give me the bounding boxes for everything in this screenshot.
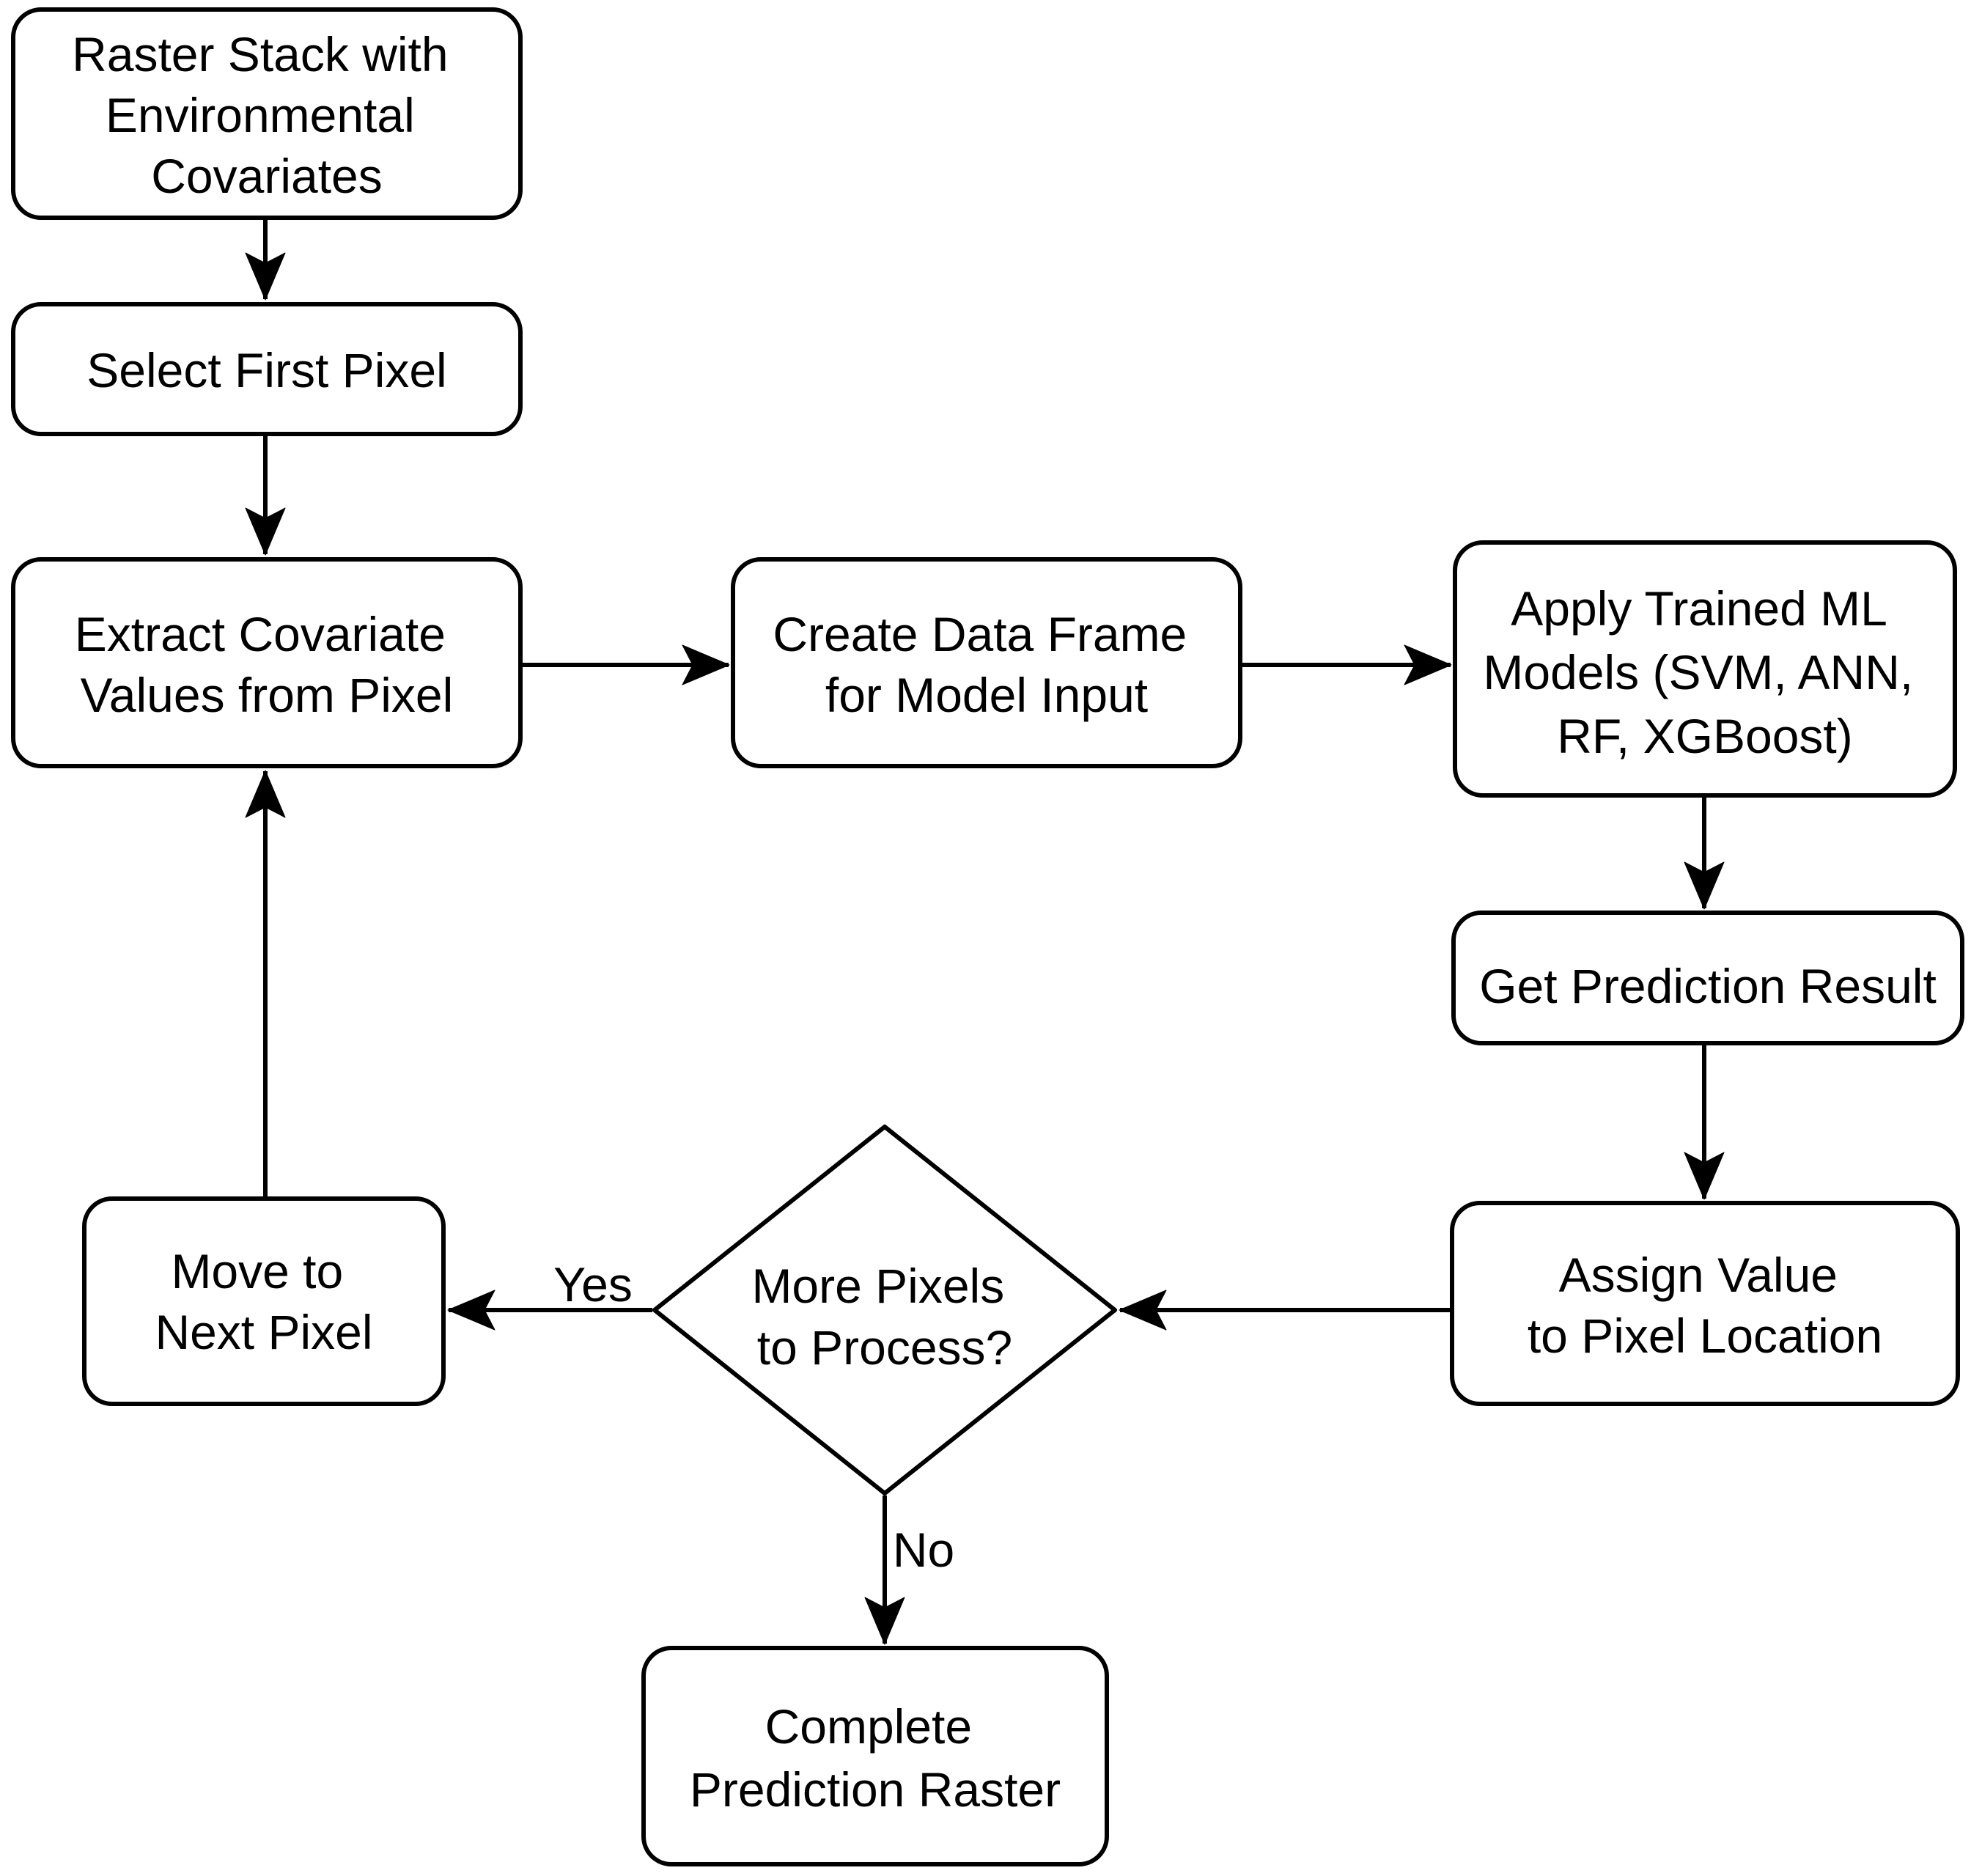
node-move-next-pixel-line1: Move to [171,1244,343,1298]
node-move-next-pixel: Move to Next Pixel [82,1196,446,1406]
svg-text:Get Prediction Result: Get Prediction Result [1479,959,1937,1013]
svg-text:Assign Value to Pixel Lo: Assign Value to Pixel Location [1528,1248,1882,1363]
node-select-first-pixel: Select First Pixel [11,302,523,436]
node-raster-stack-box [11,7,523,220]
svg-text:Raster Stack with Enviro: Raster Stack with Environmental Covariat… [72,27,462,203]
node-apply-ml-models-line2: Models (SVM, ANN, [1483,645,1913,699]
node-get-prediction-result-box [1451,911,1964,1045]
node-create-data-frame: Create Data Frame for Model Input [731,557,1242,768]
node-select-first-pixel-box [11,302,523,436]
node-get-prediction-result: Get Prediction Result [1451,911,1964,1045]
node-extract-covariates-box [11,557,523,768]
node-assign-value-box [1450,1201,1960,1406]
svg-text:Extract Covariate Values: Extract Covariate Values from Pixel [75,607,460,722]
node-extract-covariates: Extract Covariate Values from Pixel [11,557,523,768]
svg-text:Move to Next Pixel: Move to Next Pixel [155,1244,372,1359]
node-create-data-frame-box [731,557,1242,768]
node-more-pixels-decision-line2: to Process? [757,1320,1013,1375]
svg-text:Complete Prediction Rast: Complete Prediction Raster [690,1699,1061,1817]
node-create-data-frame-line1: Create Data Frame [773,607,1187,661]
node-complete-raster-box [641,1646,1109,1866]
edge-label-no: No [893,1523,954,1577]
node-apply-ml-models-line1: Apply Trained ML [1511,581,1886,636]
node-assign-value-line1: Assign Value [1559,1248,1838,1302]
node-apply-ml-models-line3: RF, XGBoost) [1557,709,1852,763]
node-get-prediction-result-line1: Get Prediction Result [1479,959,1937,1013]
node-apply-ml-models: Apply Trained ML Models (SVM, ANN, RF, X… [1453,540,1957,798]
node-complete-raster-line2: Prediction Raster [690,1762,1061,1817]
svg-text:More Pixels to Process?: More Pixels to Process? [751,1259,1017,1375]
node-extract-covariates-line1: Extract Covariate [75,607,446,661]
node-create-data-frame-line2: for Model Input [825,668,1148,722]
node-more-pixels-decision-diamond [652,1125,1117,1496]
node-assign-value: Assign Value to Pixel Location [1450,1201,1960,1406]
node-complete-raster: Complete Prediction Raster [641,1646,1109,1866]
node-raster-stack-line3: Covariates [151,149,382,203]
svg-text:Select First Pixel: Select First Pixel [86,343,446,397]
edge-label-yes: Yes [553,1257,633,1312]
node-select-first-pixel-line1: Select First Pixel [86,343,446,397]
svg-text:Create Data Frame for Mo: Create Data Frame for Model Input [773,607,1200,722]
node-more-pixels-decision-line1: More Pixels [751,1259,1004,1313]
node-apply-ml-models-box [1453,540,1957,798]
node-assign-value-line2: to Pixel Location [1528,1309,1882,1363]
node-move-next-pixel-line2: Next Pixel [155,1305,372,1359]
node-raster-stack-line1: Raster Stack with [72,27,449,81]
svg-text:Apply Trained ML Models: Apply Trained ML Models (SVM, ANN, RF, X… [1483,581,1926,763]
node-raster-stack-line2: Environmental [106,88,415,142]
node-extract-covariates-line2: Values from Pixel [81,668,454,722]
node-raster-stack: Raster Stack with Environmental Covariat… [11,7,523,220]
edges: Yes No [245,220,1725,1645]
node-complete-raster-line1: Complete [765,1699,972,1754]
node-more-pixels-decision: More Pixels to Process? [652,1125,1117,1496]
node-move-next-pixel-box [82,1196,446,1406]
